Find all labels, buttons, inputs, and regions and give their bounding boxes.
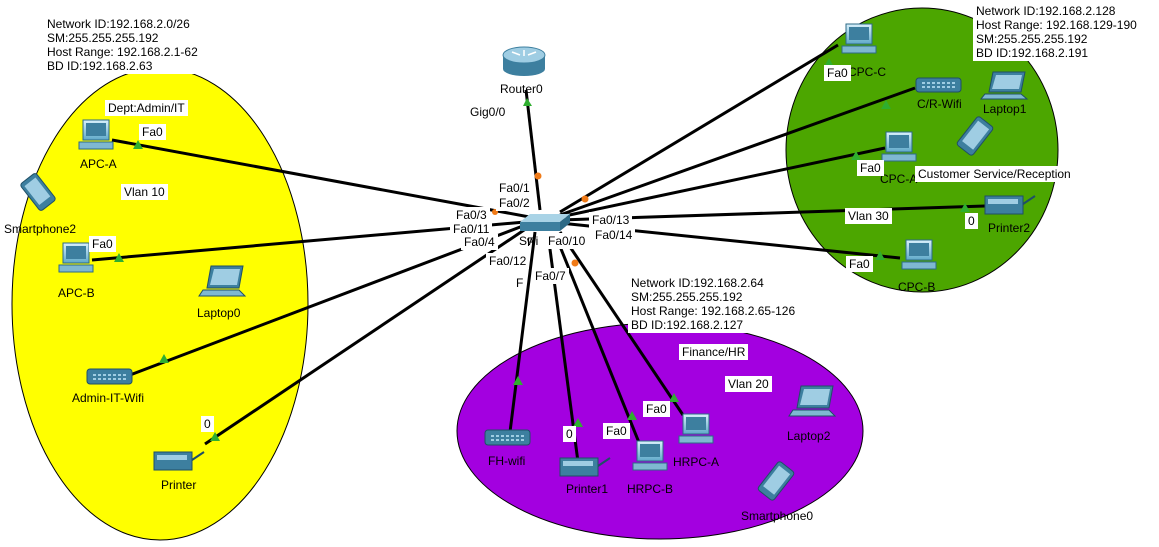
- port-printer2-0: 0: [965, 213, 978, 229]
- port-cpcc-fa0: Fa0: [824, 65, 851, 81]
- admin-broadcast-id: BD ID:192.168.2.63: [47, 59, 153, 73]
- laptop0-label: Laptop0: [197, 306, 241, 320]
- cpcc-label: CPC-C: [848, 65, 886, 79]
- router-label: Router0: [500, 82, 543, 96]
- hrpcb-pc-icon[interactable]: [632, 440, 668, 471]
- cable-cpca-switch[interactable]: [559, 146, 886, 219]
- laptop2-icon[interactable]: [788, 385, 837, 417]
- port-fa014: Fa0/14: [592, 227, 636, 243]
- admin-vlan-label: Vlan 10: [121, 184, 168, 200]
- port-cpcb-fa0: Fa0: [846, 256, 873, 272]
- cs-network-id: Network ID:192.168.2.128: [976, 4, 1116, 18]
- admin-network-id: Network ID:192.168.2.0/26: [47, 17, 190, 31]
- cable-crwifi-switch[interactable]: [559, 86, 916, 217]
- port-label-partial-f1: F: [516, 276, 523, 290]
- cable-hrpca-switch[interactable]: [558, 231, 685, 416]
- fin-network-id: Network ID:192.168.2.64: [631, 276, 764, 290]
- fh-wifi-label: FH-wifi: [488, 454, 525, 468]
- cs-broadcast-id: BD ID:192.168.2.191: [976, 46, 1089, 60]
- port-apca-fa0: Fa0: [139, 124, 166, 140]
- admin-it-wifi-label: Admin-IT-Wifi: [72, 391, 144, 405]
- port-apcb-fa0: Fa0: [89, 236, 116, 252]
- link-up-indicators: [114, 58, 970, 441]
- fin-subnet-mask: SM:255.255.255.192: [631, 290, 743, 304]
- hrpcb-label: HRPC-B: [627, 482, 673, 496]
- router-icon[interactable]: [502, 46, 546, 76]
- cr-wifi-label: C/R-Wifi: [917, 97, 962, 111]
- cpcb-label: CPC-B: [898, 280, 935, 294]
- cs-network-info: Network ID:192.168.2.128 Host Range: 192…: [973, 3, 1140, 61]
- fin-network-info: Network ID:192.168.2.64 SM:255.255.255.1…: [628, 275, 799, 333]
- cable-router-switch[interactable]: [524, 89, 542, 211]
- cs-dept-label: Customer Service/Reception: [915, 166, 1074, 182]
- cs-smartphone-icon[interactable]: [956, 116, 994, 157]
- link-pending-indicators: [492, 172, 589, 267]
- printer2-icon[interactable]: [984, 195, 1036, 215]
- port-fa01: Fa0/1: [496, 180, 533, 196]
- cpcc-pc-icon[interactable]: [841, 23, 877, 54]
- switch-icon[interactable]: [520, 214, 570, 231]
- cpca-pc-icon[interactable]: [881, 131, 917, 162]
- apca-label: APC-A: [80, 157, 117, 171]
- port-hrpcb-fa0: Fa0: [603, 423, 630, 439]
- port-fa013: Fa0/13: [589, 212, 633, 228]
- apca-pc-icon[interactable]: [78, 119, 114, 150]
- cs-subnet-mask: SM:255.255.255.192: [976, 32, 1088, 46]
- port-cpca-fa0: Fa0: [857, 160, 884, 176]
- printer1-icon[interactable]: [559, 457, 611, 477]
- admin-host-range: Host Range: 192.168.2.1-62: [47, 45, 198, 59]
- cable-hrpcb-switch[interactable]: [553, 233, 642, 446]
- printer-icon[interactable]: [153, 451, 205, 471]
- cr-wifi-icon[interactable]: [915, 77, 962, 93]
- port-label-partial-f2: F: [527, 235, 534, 249]
- port-gig00: Gig0/0: [467, 104, 509, 120]
- port-fa011: Fa0/11: [450, 221, 493, 237]
- admin-subnet-mask: SM:255.255.255.192: [47, 31, 159, 45]
- cpca-label: CPC-A: [880, 172, 917, 186]
- cable-fhwifi-switch[interactable]: [508, 231, 537, 433]
- cs-host-range: Host Range: 192.168.129-190: [976, 18, 1137, 32]
- fin-broadcast-id: BD ID:192.168.2.127: [631, 318, 744, 332]
- port-fa03: Fa0/3: [453, 207, 490, 223]
- port-fa012: Fa0/12: [486, 253, 530, 269]
- fin-dept-label: Finance/HR: [679, 344, 749, 360]
- port-fa07: Fa0/7: [532, 268, 569, 284]
- port-hrpca-fa0: Fa0: [643, 401, 670, 417]
- printer2-label: Printer2: [988, 221, 1030, 235]
- switch-label: Swi: [519, 234, 538, 248]
- admin-it-wifi-icon[interactable]: [86, 368, 133, 385]
- fin-vlan-label: Vlan 20: [725, 376, 772, 392]
- fin-host-range: Host Range: 192.168.2.65-126: [631, 304, 796, 318]
- admin-network-info: Network ID:192.168.2.0/26 SM:255.255.255…: [44, 16, 201, 74]
- port-printer1-0: 0: [563, 426, 576, 442]
- laptop2-label: Laptop2: [787, 429, 831, 443]
- cs-vlan-label: Vlan 30: [845, 208, 892, 224]
- cable-printer-switch[interactable]: [204, 224, 531, 446]
- smartphone0-label: Smartphone0: [741, 509, 813, 523]
- cpcb-pc-icon[interactable]: [901, 239, 937, 270]
- smartphone0-icon[interactable]: [757, 461, 795, 502]
- smartphone2-label: Smartphone2: [4, 222, 76, 236]
- laptop1-icon[interactable]: [979, 71, 1029, 100]
- admin-dept-label: Dept:Admin/IT: [105, 100, 188, 116]
- port-fa010: Fa0/10: [545, 233, 589, 249]
- smartphone2-icon[interactable]: [20, 172, 57, 211]
- port-printer-0: 0: [201, 416, 214, 432]
- port-fa02: Fa0/2: [496, 195, 533, 211]
- fh-wifi-icon[interactable]: [484, 429, 531, 446]
- cable-cpcc-switch[interactable]: [559, 43, 839, 214]
- port-fa04: Fa0/4: [461, 234, 498, 250]
- hrpca-label: HRPC-A: [673, 455, 719, 469]
- hrpca-pc-icon[interactable]: [678, 413, 714, 444]
- apcb-pc-icon[interactable]: [58, 242, 94, 273]
- cable-apca-switch[interactable]: [111, 138, 536, 220]
- apcb-label: APC-B: [58, 286, 95, 300]
- laptop0-icon[interactable]: [198, 265, 247, 297]
- laptop1-label: Laptop1: [983, 102, 1027, 116]
- printer-label: Printer: [161, 478, 196, 492]
- printer1-label: Printer1: [566, 482, 608, 496]
